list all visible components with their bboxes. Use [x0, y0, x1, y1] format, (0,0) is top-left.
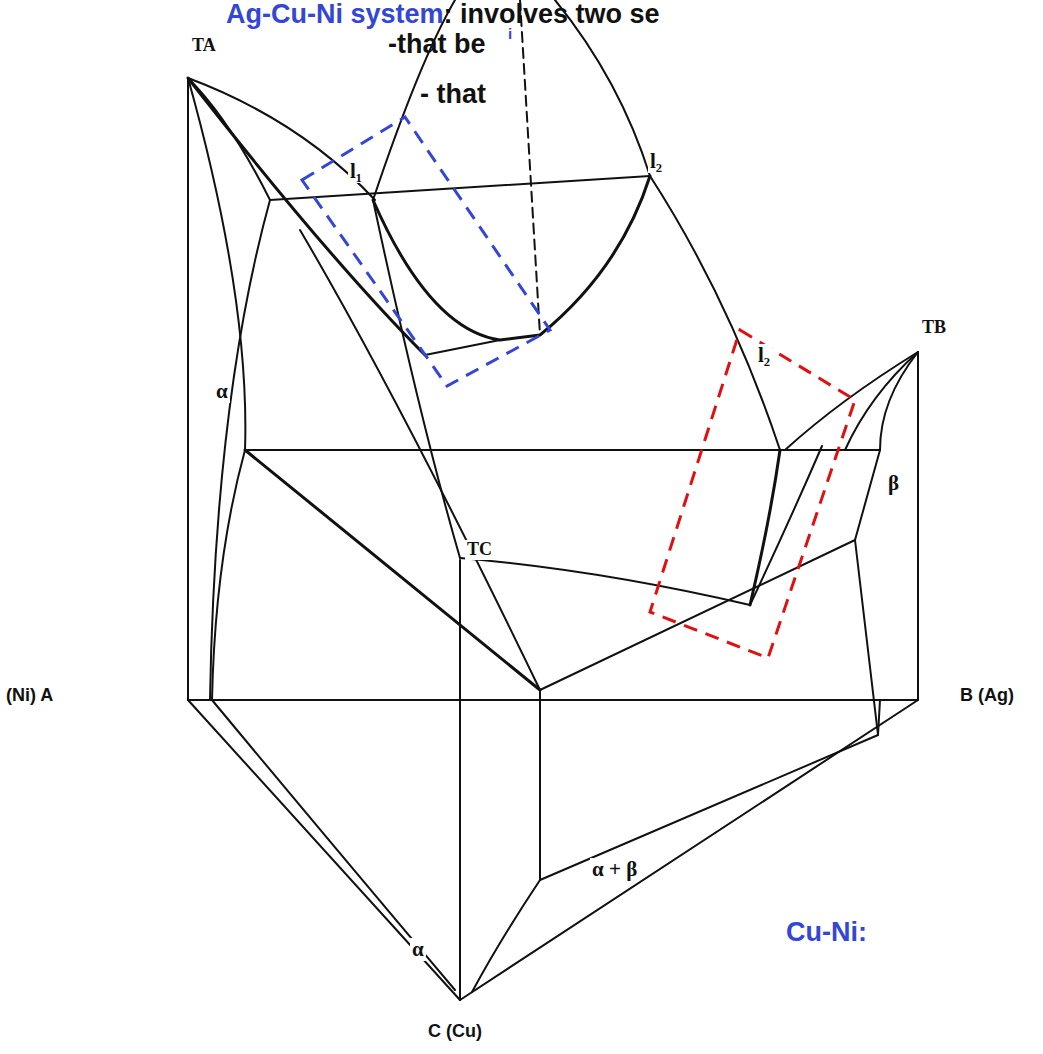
temperature-label: TB [920, 318, 948, 338]
liquid-label: l₁ [348, 160, 364, 183]
temperature-label: TA [190, 36, 218, 56]
phase-label: β [886, 472, 901, 495]
temperature-label: TC [465, 540, 494, 560]
corner-label: C (Cu) [426, 1022, 484, 1042]
red-highlight-box [650, 330, 855, 658]
blue-highlight-box [302, 117, 550, 386]
header-text: i [508, 26, 512, 43]
phase-label: α [214, 380, 230, 403]
header-text: -that be [388, 30, 486, 60]
header-text: Ag-Cu-Ni system [226, 0, 444, 30]
liquid-label: l₂ [648, 150, 664, 173]
corner-label: (Ni) A [4, 686, 55, 706]
phase-label: α + β [590, 858, 639, 881]
liquid-label: l₂ [756, 344, 772, 367]
corner-label: B (Ag) [958, 686, 1016, 706]
header-text: Cu-Ni: [786, 918, 867, 948]
phase-label: α [410, 938, 426, 961]
header-text: : involves two se [444, 0, 660, 30]
header-text: - that [420, 80, 486, 110]
